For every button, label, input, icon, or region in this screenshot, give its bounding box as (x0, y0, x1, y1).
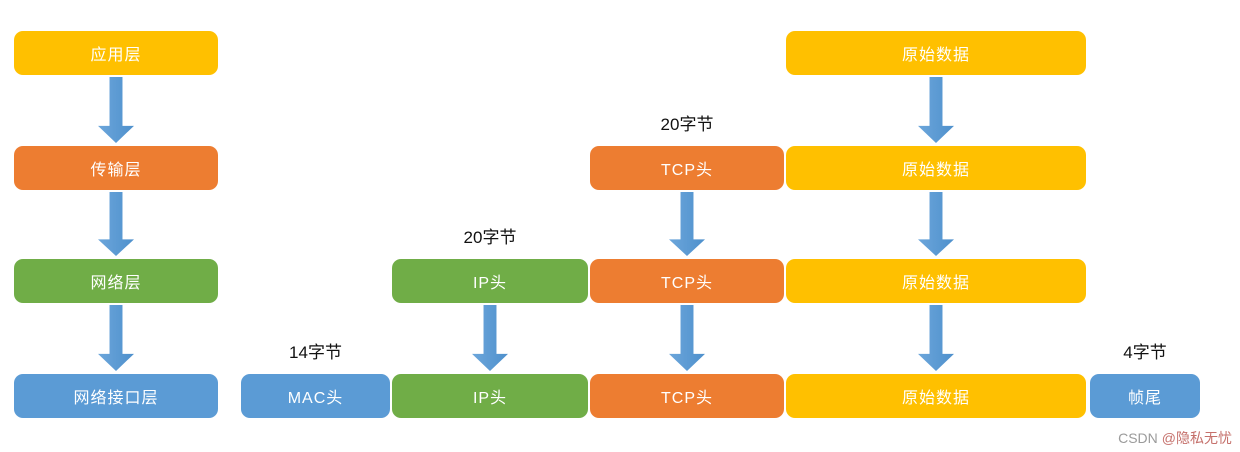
box-mac-header-row4: MAC头 (241, 374, 390, 418)
layer-box-application: 应用层 (14, 31, 218, 75)
annotation-ip-size-row3: 20字节 (463, 228, 517, 247)
down-arrow-ip-row3 (472, 305, 508, 371)
annotation-trailer-size-row4: 4字节 (1123, 343, 1167, 362)
down-arrow-app-to-transport (98, 77, 134, 143)
box-raw-data-row2: 原始数据 (786, 146, 1086, 190)
down-arrow-network-to-interface (98, 305, 134, 371)
layer-box-network: 网络层 (14, 259, 218, 303)
box-ip-header-row3: IP头 (392, 259, 588, 303)
annotation-mac-size-row4: 14字节 (289, 343, 342, 362)
box-tcp-header-row3: TCP头 (590, 259, 784, 303)
down-arrow-tcp-row2 (669, 192, 705, 256)
watermark-site: CSDN (1118, 430, 1158, 446)
watermark: CSDN@隐私无忧 (1118, 428, 1232, 448)
box-tcp-header-row2: TCP头 (590, 146, 784, 190)
down-arrow-rawdata-row3 (918, 305, 954, 371)
box-ip-header-row4: IP头 (392, 374, 588, 418)
box-raw-data-row3: 原始数据 (786, 259, 1086, 303)
box-tcp-header-row4: TCP头 (590, 374, 784, 418)
down-arrow-rawdata-row1 (918, 77, 954, 143)
box-raw-data-row4: 原始数据 (786, 374, 1086, 418)
box-frame-trailer-row4: 帧尾 (1090, 374, 1200, 418)
watermark-handle: @隐私无忧 (1161, 430, 1232, 446)
layer-box-transport: 传输层 (14, 146, 218, 190)
down-arrow-rawdata-row2 (918, 192, 954, 256)
annotation-tcp-size-row2: 20字节 (660, 115, 714, 134)
layer-box-network-interface: 网络接口层 (14, 374, 218, 418)
down-arrow-transport-to-network (98, 192, 134, 256)
down-arrow-tcp-row3 (669, 305, 705, 371)
box-raw-data-row1: 原始数据 (786, 31, 1086, 75)
